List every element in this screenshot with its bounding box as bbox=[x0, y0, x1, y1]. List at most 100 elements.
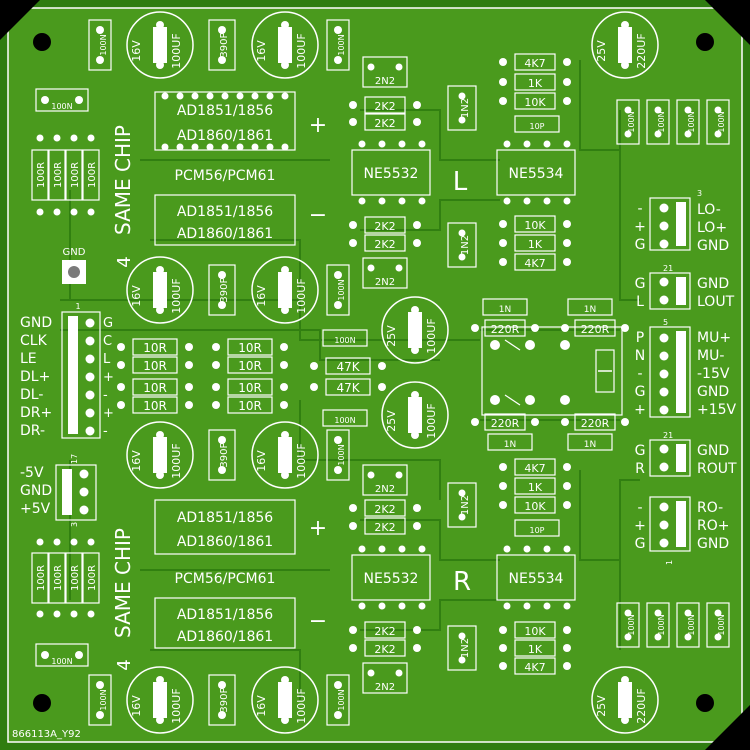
svg-text:-: - bbox=[637, 500, 642, 516]
cap-electrolytic: 25V 220UF bbox=[591, 666, 659, 734]
svg-text:1K: 1K bbox=[528, 481, 543, 494]
four-label: 4 bbox=[114, 659, 135, 670]
svg-text:2N2: 2N2 bbox=[375, 277, 395, 288]
svg-text:LOUT: LOUT bbox=[697, 294, 735, 310]
svg-text:+: + bbox=[103, 406, 114, 421]
svg-text:1N2: 1N2 bbox=[460, 235, 471, 255]
resistor: 2K2 bbox=[349, 96, 421, 114]
resistor: 220R bbox=[471, 319, 539, 337]
svg-text:100UF: 100UF bbox=[170, 33, 183, 68]
opamp-ne5534: NE5534 bbox=[496, 140, 576, 205]
svg-text:+15V: +15V bbox=[697, 402, 737, 418]
svg-text:G: G bbox=[635, 276, 646, 292]
svg-text:17: 17 bbox=[70, 454, 79, 464]
dac-chip-socket: AD1851/1856 AD1860/1861 bbox=[154, 194, 296, 246]
cap-ceramic: 1N bbox=[567, 298, 613, 316]
connector-power-in: 17 3 -5V GND +5V bbox=[20, 454, 97, 527]
svg-text:AD1860/1861: AD1860/1861 bbox=[177, 534, 273, 550]
resistor: 4K7 bbox=[499, 53, 571, 71]
svg-text:10R: 10R bbox=[238, 381, 262, 395]
svg-text:+: + bbox=[634, 518, 646, 534]
minus-label: − bbox=[309, 203, 327, 228]
resistor: 1K bbox=[499, 639, 571, 657]
cap-ceramic: 100N bbox=[322, 329, 368, 347]
svg-text:100N: 100N bbox=[99, 689, 108, 710]
cap-ceramic: 10P bbox=[514, 519, 560, 537]
svg-text:LO-: LO- bbox=[697, 202, 721, 218]
svg-text:390P: 390P bbox=[219, 442, 230, 467]
svg-text:100UF: 100UF bbox=[170, 278, 183, 313]
cap-ceramic: 100N bbox=[322, 409, 368, 427]
svg-text:GND: GND bbox=[697, 276, 729, 292]
cap-electrolytic: 16V 100UF bbox=[251, 256, 319, 324]
svg-text:1K: 1K bbox=[528, 643, 543, 656]
svg-text:1N2: 1N2 bbox=[460, 638, 471, 658]
resistor: 2K2 bbox=[349, 517, 421, 535]
board-id-label: 866113A_Y92 bbox=[12, 729, 81, 740]
svg-text:DR+: DR+ bbox=[20, 405, 52, 421]
svg-text:MU-: MU- bbox=[697, 348, 724, 364]
svg-text:100UF: 100UF bbox=[295, 688, 308, 723]
svg-text:21: 21 bbox=[663, 431, 673, 440]
svg-text:10K: 10K bbox=[524, 625, 546, 638]
svg-text:100N: 100N bbox=[627, 614, 636, 635]
svg-text:3: 3 bbox=[697, 189, 702, 198]
svg-text:1N2: 1N2 bbox=[460, 495, 471, 515]
four-label: 4 bbox=[114, 256, 135, 267]
cap-ceramic: 2N2 bbox=[362, 464, 408, 496]
cap-ceramic: 1N2 bbox=[447, 482, 477, 528]
svg-text:10R: 10R bbox=[143, 341, 167, 355]
svg-text:AD1851/1856: AD1851/1856 bbox=[177, 607, 273, 623]
resistor: 10R bbox=[212, 378, 288, 396]
svg-text:L: L bbox=[103, 352, 111, 367]
connector-lo: 3 - + G LO- LO+ GND bbox=[634, 189, 729, 254]
svg-text:1K: 1K bbox=[528, 77, 543, 90]
svg-text:10R: 10R bbox=[143, 399, 167, 413]
opamp-ne5532: NE5532 bbox=[351, 545, 431, 610]
resistor: 2K2 bbox=[349, 234, 421, 252]
resistor: 220R bbox=[561, 319, 629, 337]
svg-text:100N: 100N bbox=[657, 614, 666, 635]
svg-text:100N: 100N bbox=[717, 614, 726, 635]
svg-text:100N: 100N bbox=[627, 111, 636, 132]
svg-text:G: G bbox=[635, 384, 646, 400]
svg-text:CLK: CLK bbox=[20, 333, 48, 349]
svg-text:RO-: RO- bbox=[697, 500, 723, 516]
svg-text:GND: GND bbox=[697, 238, 729, 254]
svg-text:100R: 100R bbox=[36, 162, 47, 188]
svg-text:100UF: 100UF bbox=[170, 443, 183, 478]
opamp-ne5534: NE5534 bbox=[496, 545, 576, 610]
svg-text:25V: 25V bbox=[385, 410, 398, 432]
svg-text:390P: 390P bbox=[219, 687, 230, 712]
resistor: 10K bbox=[499, 92, 571, 110]
cap-electrolytic: 25V 220UF bbox=[591, 11, 659, 79]
svg-text:R: R bbox=[635, 461, 645, 477]
resistor: 10K bbox=[499, 621, 571, 639]
svg-text:16V: 16V bbox=[130, 695, 143, 717]
svg-text:100R: 100R bbox=[87, 565, 98, 591]
connector-rout: 21 G R GND ROUT bbox=[635, 431, 737, 477]
cap-ceramic: 1N bbox=[482, 298, 528, 316]
relay bbox=[481, 326, 623, 416]
mount-hole-br bbox=[696, 694, 714, 712]
svg-text:4K7: 4K7 bbox=[524, 57, 545, 70]
svg-text:-5V: -5V bbox=[20, 465, 44, 481]
svg-text:220UF: 220UF bbox=[635, 688, 648, 723]
svg-text:LO+: LO+ bbox=[697, 220, 727, 236]
svg-text:-: - bbox=[103, 388, 108, 403]
svg-text:2N2: 2N2 bbox=[375, 76, 395, 87]
cap-electrolytic: 16V 100UF bbox=[251, 421, 319, 489]
svg-text:DL-: DL- bbox=[20, 387, 43, 403]
gnd-testpoint bbox=[62, 260, 86, 284]
cap-ceramic: 1N bbox=[487, 433, 533, 451]
svg-text:100R: 100R bbox=[53, 565, 64, 591]
svg-text:AD1851/1856: AD1851/1856 bbox=[177, 103, 273, 119]
cap-electrolytic: 16V 100UF bbox=[251, 11, 319, 79]
svg-text:100UF: 100UF bbox=[425, 318, 438, 353]
svg-text:G: G bbox=[635, 237, 646, 253]
cap-ceramic: 390P bbox=[208, 19, 236, 71]
resistor: 1K bbox=[499, 234, 571, 252]
cap-ceramic: 2N2 bbox=[362, 56, 408, 88]
svg-text:100R: 100R bbox=[70, 565, 81, 591]
